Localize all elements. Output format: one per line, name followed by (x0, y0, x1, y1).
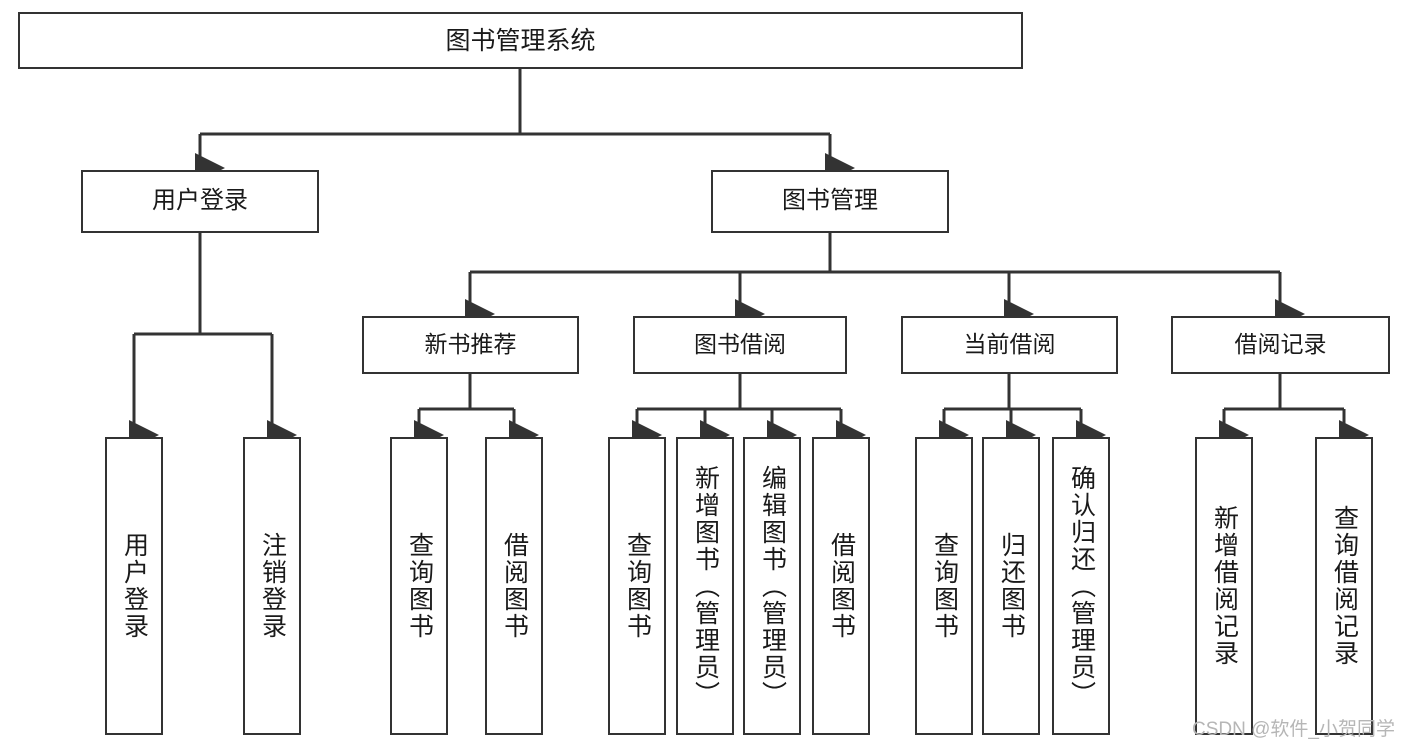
node-label: 新增图书（管理员） (691, 464, 720, 708)
node-label: 新书推荐 (424, 331, 517, 358)
node-user-login[interactable]: 用户登录 (81, 170, 319, 233)
leaf-query-book-borrow[interactable]: 查询图书 (608, 437, 666, 735)
leaf-confirm-return-admin[interactable]: 确认归还（管理员） (1052, 437, 1110, 735)
node-root-book-management-system[interactable]: 图书管理系统 (18, 12, 1023, 69)
node-label: 确认归还（管理员） (1067, 464, 1096, 708)
leaf-edit-book-admin[interactable]: 编辑图书（管理员） (743, 437, 801, 735)
leaf-return-book[interactable]: 归还图书 (982, 437, 1040, 735)
leaf-borrow-book[interactable]: 借阅图书 (812, 437, 870, 735)
node-new-book-recommend[interactable]: 新书推荐 (362, 316, 579, 374)
leaf-query-borrow-record[interactable]: 查询借阅记录 (1315, 437, 1373, 735)
leaf-add-borrow-record[interactable]: 新增借阅记录 (1195, 437, 1253, 735)
node-book-borrow[interactable]: 图书借阅 (633, 316, 847, 374)
node-label: 查询图书 (623, 532, 652, 640)
leaf-query-book-recommend[interactable]: 查询图书 (390, 437, 448, 735)
node-label: 借阅图书 (500, 532, 529, 640)
node-label: 借阅记录 (1234, 331, 1327, 358)
node-label: 编辑图书（管理员） (758, 464, 787, 708)
node-label: 图书管理 (782, 187, 878, 215)
leaf-add-book-admin[interactable]: 新增图书（管理员） (676, 437, 734, 735)
node-borrow-record[interactable]: 借阅记录 (1171, 316, 1390, 374)
node-label: 新增借阅记录 (1210, 505, 1239, 667)
node-label: 查询图书 (930, 532, 959, 640)
node-label: 用户登录 (120, 532, 149, 640)
leaf-logout-login[interactable]: 注销登录 (243, 437, 301, 735)
leaf-user-login[interactable]: 用户登录 (105, 437, 163, 735)
node-current-borrow[interactable]: 当前借阅 (901, 316, 1118, 374)
node-label: 当前借阅 (963, 331, 1056, 358)
node-book-management[interactable]: 图书管理 (711, 170, 949, 233)
node-label: 查询图书 (405, 532, 434, 640)
leaf-borrow-book-recommend[interactable]: 借阅图书 (485, 437, 543, 735)
node-label: 借阅图书 (827, 532, 856, 640)
node-label: 图书借阅 (694, 331, 786, 358)
node-label: 图书管理系统 (445, 26, 596, 55)
node-label: 归还图书 (997, 532, 1026, 640)
node-label: 查询借阅记录 (1330, 505, 1359, 667)
leaf-query-book-current[interactable]: 查询图书 (915, 437, 973, 735)
node-label: 注销登录 (258, 532, 287, 640)
node-label: 用户登录 (152, 187, 248, 215)
